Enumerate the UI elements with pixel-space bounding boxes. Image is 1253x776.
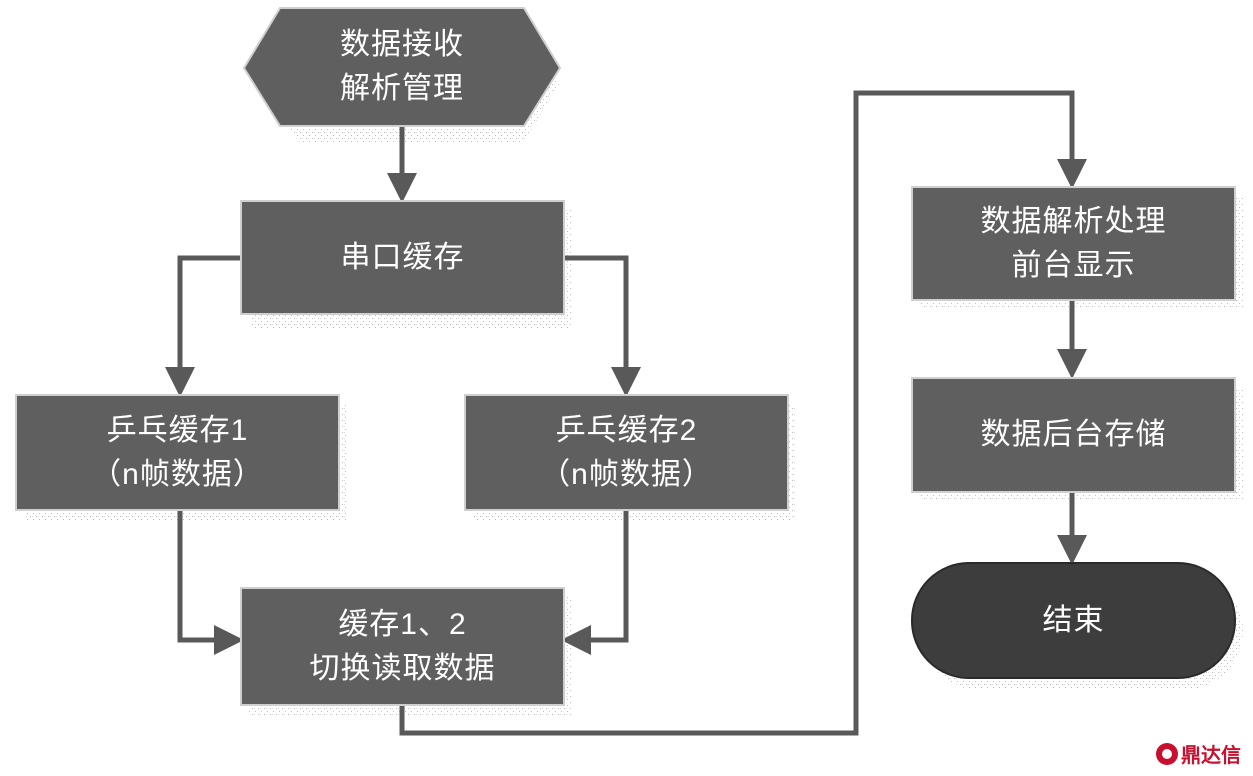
arrow-pingpong1-to-switch <box>177 510 245 655</box>
pingpong1-line1: 乒乓缓存1 <box>106 413 249 447</box>
arrow-buffer-to-pingpong1 <box>165 255 241 398</box>
switch-label: 缓存1、2 切换读取数据 <box>241 588 564 705</box>
watermark-text: 鼎达信 <box>1181 743 1241 767</box>
shapes <box>15 7 1236 706</box>
arrow-buffer-to-pingpong2 <box>564 255 641 398</box>
receive-line1: 数据接收 <box>340 28 464 61</box>
store-label: 数据后台存储 <box>912 378 1235 492</box>
pingpong2-line2: （n帧数据） <box>540 457 713 491</box>
receive-hexagon <box>242 7 562 127</box>
end-label: 结束 <box>912 563 1235 678</box>
switch-line1: 缓存1、2 <box>338 607 467 641</box>
pingpong1-label: 乒乓缓存1 （n帧数据） <box>16 395 339 510</box>
end-terminal <box>911 562 1236 679</box>
receive-node-label: 数据接收 解析管理 <box>280 8 524 126</box>
serial-buffer-box <box>240 200 565 315</box>
arrow-pingpong2-to-switch <box>560 510 629 655</box>
pingpong1-line2: （n帧数据） <box>91 457 264 491</box>
pingpong2-box <box>464 394 789 511</box>
connectors <box>165 90 1087 736</box>
watermark: 鼎达信 <box>1156 739 1241 768</box>
process-line2: 前台显示 <box>1011 248 1136 282</box>
process-label: 数据解析处理 前台显示 <box>912 187 1235 300</box>
process-line1: 数据解析处理 <box>980 204 1167 238</box>
serial-buffer-line1: 串口缓存 <box>340 240 465 274</box>
serial-buffer-label: 串口缓存 <box>241 201 564 314</box>
receive-line2: 解析管理 <box>340 72 464 105</box>
brand-logo-icon <box>1156 742 1178 765</box>
pingpong2-label: 乒乓缓存2 （n帧数据） <box>465 395 788 510</box>
switch-box <box>240 587 565 706</box>
store-box <box>911 377 1236 493</box>
pingpong2-line1: 乒乓缓存2 <box>555 413 698 447</box>
arrow-switch-to-process <box>399 90 1087 736</box>
store-line1: 数据后台存储 <box>980 418 1167 451</box>
end-line1: 结束 <box>1042 603 1105 637</box>
process-box <box>911 186 1236 301</box>
switch-line2: 切换读取数据 <box>309 651 496 685</box>
pingpong1-box <box>15 394 340 511</box>
